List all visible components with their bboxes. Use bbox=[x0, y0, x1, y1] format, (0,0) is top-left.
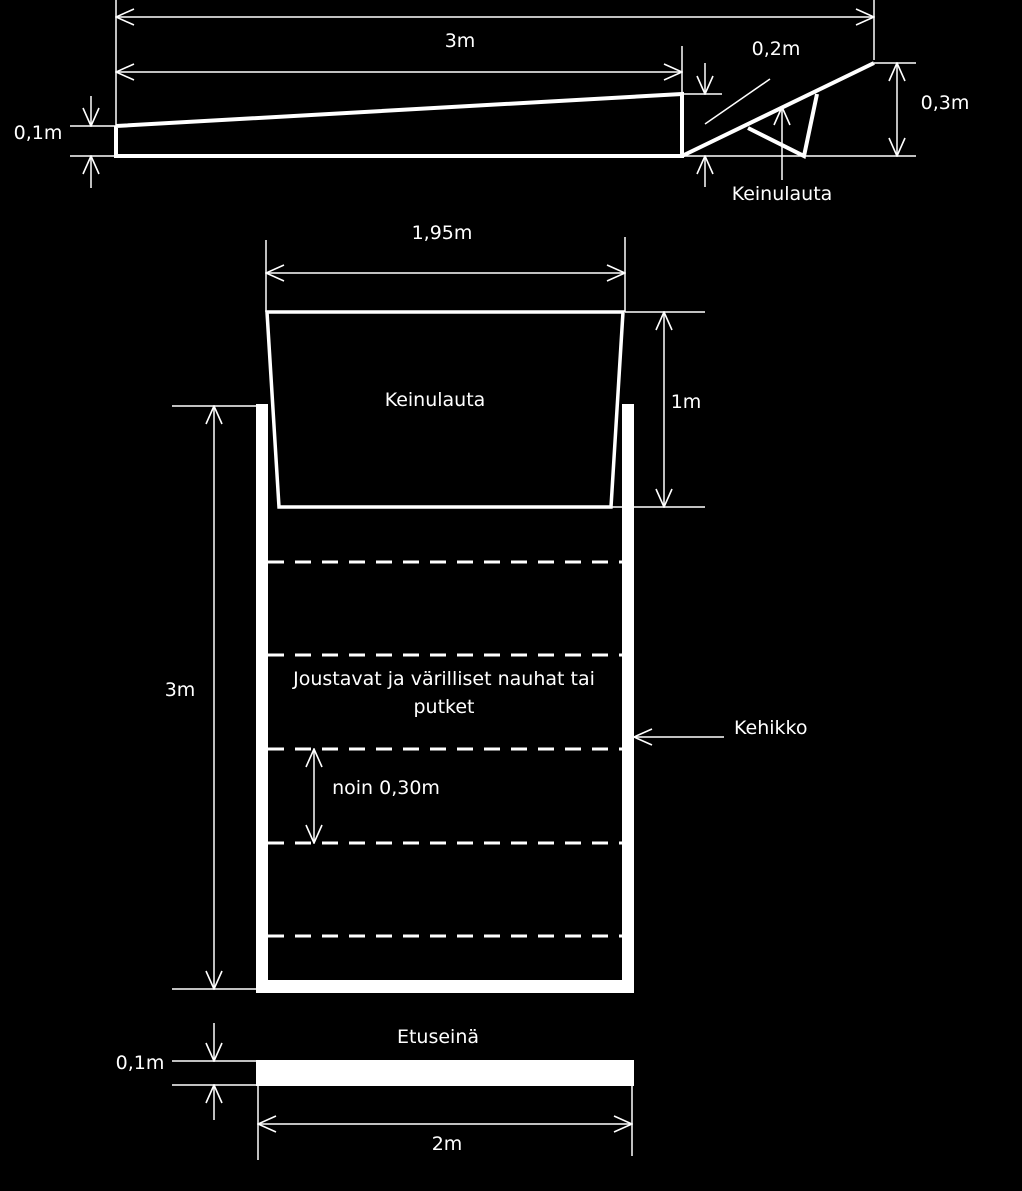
height-low-label: 0,1m bbox=[14, 122, 63, 144]
side-view: 3m 0,1m 0,2m 0,3m Keinulauta bbox=[14, 0, 970, 205]
frame-left-rail bbox=[256, 404, 268, 993]
height-high-label: 0,3m bbox=[921, 92, 970, 114]
band-spacing-label: noin 0,30m bbox=[332, 777, 440, 799]
bands-label-line2: putket bbox=[413, 696, 474, 718]
top-seesaw-label: Keinulauta bbox=[385, 389, 486, 411]
front-wall-board bbox=[256, 1060, 634, 1086]
seesaw-width-label: 1,95m bbox=[412, 222, 473, 244]
side-seesaw-label: Keinulauta bbox=[732, 183, 833, 205]
seesaw-support bbox=[747, 93, 819, 159]
front-wall-title: Etuseinä bbox=[397, 1026, 479, 1048]
front-wall-view: Etuseinä 0,1m 2m bbox=[116, 1023, 634, 1160]
frame-bottom-rail bbox=[256, 980, 634, 993]
side-length-label: 3m bbox=[445, 30, 476, 52]
frame-right-rail bbox=[622, 404, 634, 993]
gap-leader-line bbox=[704, 78, 771, 125]
seesaw-length-label: 1m bbox=[671, 391, 702, 413]
frame-length-label: 3m bbox=[165, 679, 196, 701]
frame-label: Kehikko bbox=[734, 717, 807, 739]
front-height-label: 0,1m bbox=[116, 1052, 165, 1074]
ramp-profile bbox=[114, 91, 684, 158]
front-width-label: 2m bbox=[432, 1133, 463, 1155]
gap-label: 0,2m bbox=[752, 38, 801, 60]
top-view: 1,95m Keinulauta 1m Joustavat ja värilli… bbox=[165, 222, 807, 993]
bands-label-line1: Joustavat ja värilliset nauhat tai bbox=[292, 668, 595, 690]
